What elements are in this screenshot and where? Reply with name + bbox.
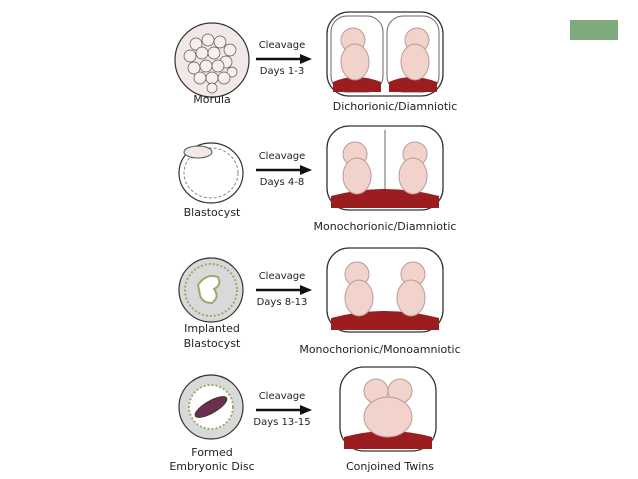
days-label: Days 1-3 xyxy=(259,66,305,77)
monochorionic-diamniotic-illustration xyxy=(326,125,444,211)
stage-label-blastocyst: Blastocyst xyxy=(183,206,241,219)
cleavage-label: Cleavage xyxy=(258,391,306,402)
stage-label-morula: Morula xyxy=(193,93,231,106)
cleavage-label: Cleavage xyxy=(258,271,306,282)
days-label: Days 4-8 xyxy=(259,177,305,188)
dichorionic-diamniotic-illustration xyxy=(326,11,444,97)
arrow-right-icon xyxy=(256,285,312,295)
implanted-blastocyst-illustration xyxy=(178,257,244,323)
result-label: Monochorionic/Monoamniotic xyxy=(299,343,461,356)
result-label: Conjoined Twins xyxy=(345,460,435,473)
stage-label-line2: Embryonic Disc xyxy=(169,460,255,473)
stage-label-line1: Formed xyxy=(191,446,233,459)
morula-illustration xyxy=(174,22,250,98)
arrow-right-icon xyxy=(256,54,312,64)
arrow-right-icon xyxy=(256,405,312,415)
conjoined-twins-illustration xyxy=(339,366,437,452)
cleavage-label: Cleavage xyxy=(258,151,306,162)
stage-label-line2: Blastocyst xyxy=(183,337,241,350)
result-label: Dichorionic/Diamniotic xyxy=(332,100,458,113)
stage-label-line1: Implanted xyxy=(184,322,240,335)
result-label: Monochorionic/Diamniotic xyxy=(313,220,457,233)
days-label: Days 13-15 xyxy=(253,417,311,428)
green-accent-box xyxy=(570,20,618,40)
monochorionic-monoamniotic-illustration xyxy=(326,247,444,333)
formed-embryonic-disc-illustration xyxy=(178,374,244,440)
days-label: Days 8-13 xyxy=(256,297,308,308)
arrow-right-icon xyxy=(256,165,312,175)
cleavage-label: Cleavage xyxy=(258,40,306,51)
blastocyst-illustration xyxy=(178,142,244,204)
